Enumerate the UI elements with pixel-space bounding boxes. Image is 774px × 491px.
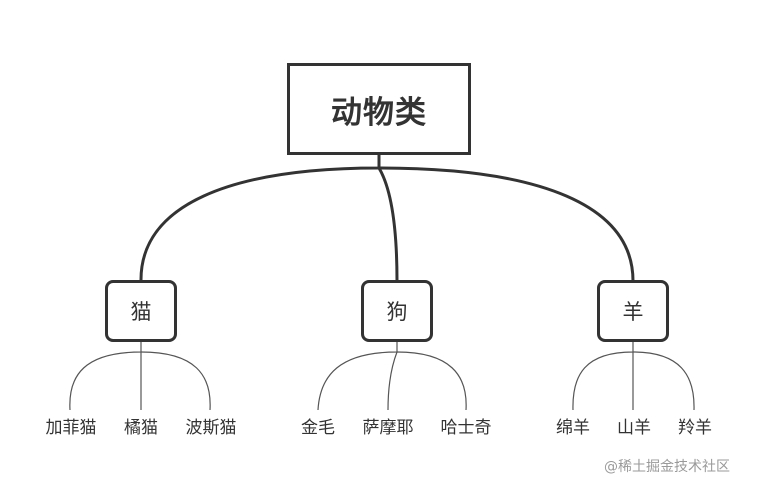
category-node-cat: 猫	[105, 280, 177, 342]
connector-root-cat	[139, 155, 381, 282]
leaf-samoyed: 萨摩耶	[362, 418, 414, 438]
leaf-antelope: 羚羊	[678, 418, 712, 438]
root-node: 动物类	[287, 63, 471, 155]
category-label-sheep: 羊	[622, 300, 644, 324]
connector-dog-leaf-1	[317, 341, 398, 411]
connector-sheep-leaf-3	[632, 351, 695, 411]
connector-root-dog	[377, 155, 399, 282]
leaf-persian-cat: 波斯猫	[185, 418, 237, 438]
category-node-dog: 狗	[361, 280, 433, 342]
leaf-garfield: 加菲猫	[45, 418, 97, 438]
leaf-goat: 山羊	[617, 418, 651, 438]
category-label-cat: 猫	[130, 300, 152, 324]
leaf-husky: 哈士奇	[440, 418, 492, 438]
category-node-sheep: 羊	[597, 280, 669, 342]
connector-sheep-leaf-1	[572, 341, 634, 411]
leaf-golden-retriever: 金毛	[301, 418, 335, 438]
connector-root-sheep	[377, 155, 635, 282]
connector-dog-leaf-3	[396, 351, 467, 411]
category-label-dog: 狗	[386, 300, 408, 324]
leaf-orange-cat: 橘猫	[124, 418, 158, 438]
connector-dog-leaf-2	[387, 351, 398, 411]
leaf-sheep: 绵羊	[556, 418, 590, 438]
connector-cat-leaf-1	[69, 341, 142, 411]
connector-cat-leaf-3	[140, 351, 211, 411]
root-label: 动物类	[331, 94, 427, 131]
watermark-text: @稀土掘金技术社区	[604, 459, 730, 475]
